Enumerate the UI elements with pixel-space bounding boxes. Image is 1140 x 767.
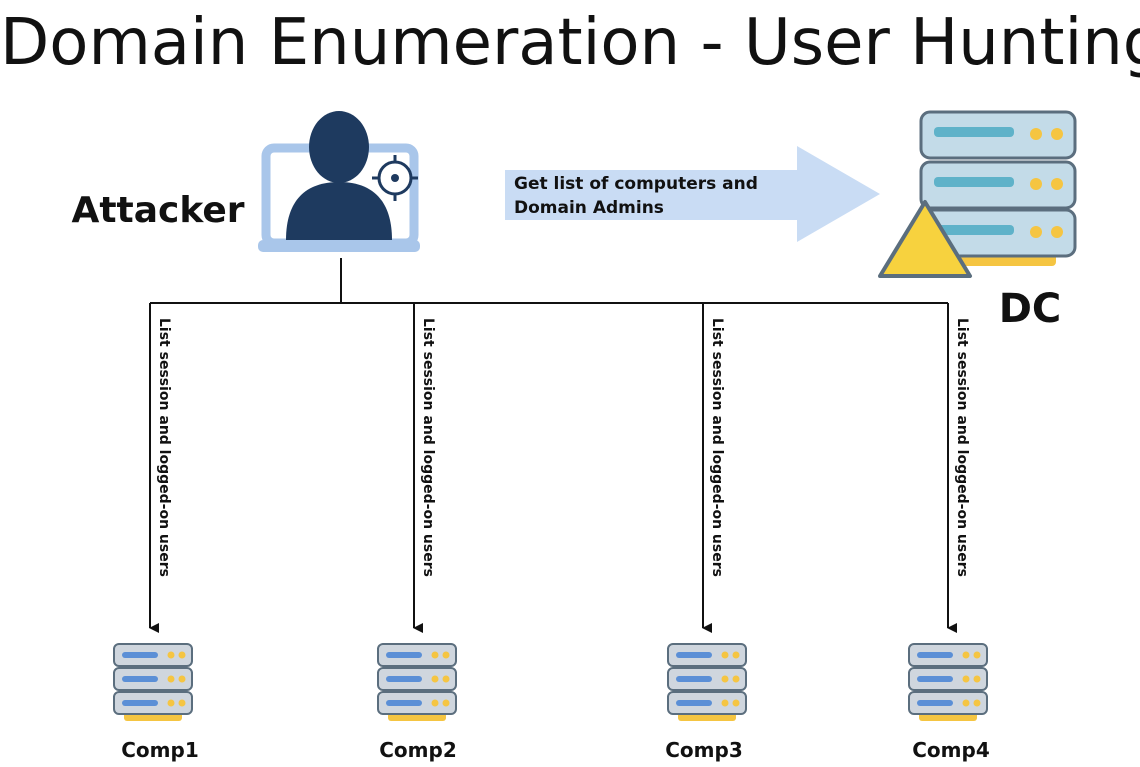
computer-label-4: Comp4 (912, 738, 990, 762)
branch-2: List session and logged-on users (413, 303, 436, 633)
person-icon (286, 111, 392, 240)
computer-label-3: Comp3 (665, 738, 743, 762)
computer-server-icon (667, 643, 747, 721)
branch-label: List session and logged-on users (954, 318, 970, 577)
computer-label-2: Comp2 (379, 738, 457, 762)
warning-icon (878, 200, 972, 278)
attacker-laptop-icon (258, 111, 420, 252)
branch-label: List session and logged-on users (709, 318, 725, 577)
get-list-arrow: Get list of computers and Domain Admins (505, 146, 880, 242)
computer-server-icon (113, 643, 193, 721)
branch-3: List session and logged-on users (702, 303, 725, 633)
arrow-text-line1: Get list of computers and (514, 174, 758, 194)
dc-label: DC (999, 286, 1062, 332)
target-icon (372, 155, 418, 201)
branch-1: List session and logged-on users (149, 303, 172, 633)
branch-4: List session and logged-on users (947, 303, 970, 633)
dc-server-icon (919, 110, 1077, 266)
connector-lines (150, 258, 948, 304)
branch-label: List session and logged-on users (156, 318, 172, 577)
computers: Comp1 Comp2 Comp3 Comp4 (113, 643, 990, 762)
computer-server-icon (377, 643, 457, 721)
arrow-text-line2: Domain Admins (514, 198, 664, 218)
attacker-label: Attacker (71, 190, 244, 231)
branches: List session and logged-on users List ses… (149, 303, 970, 633)
branch-label: List session and logged-on users (420, 318, 436, 577)
computer-label-1: Comp1 (121, 738, 199, 762)
page-title: Domain Enumeration - User Hunting (0, 6, 1140, 80)
computer-server-icon (908, 643, 988, 721)
